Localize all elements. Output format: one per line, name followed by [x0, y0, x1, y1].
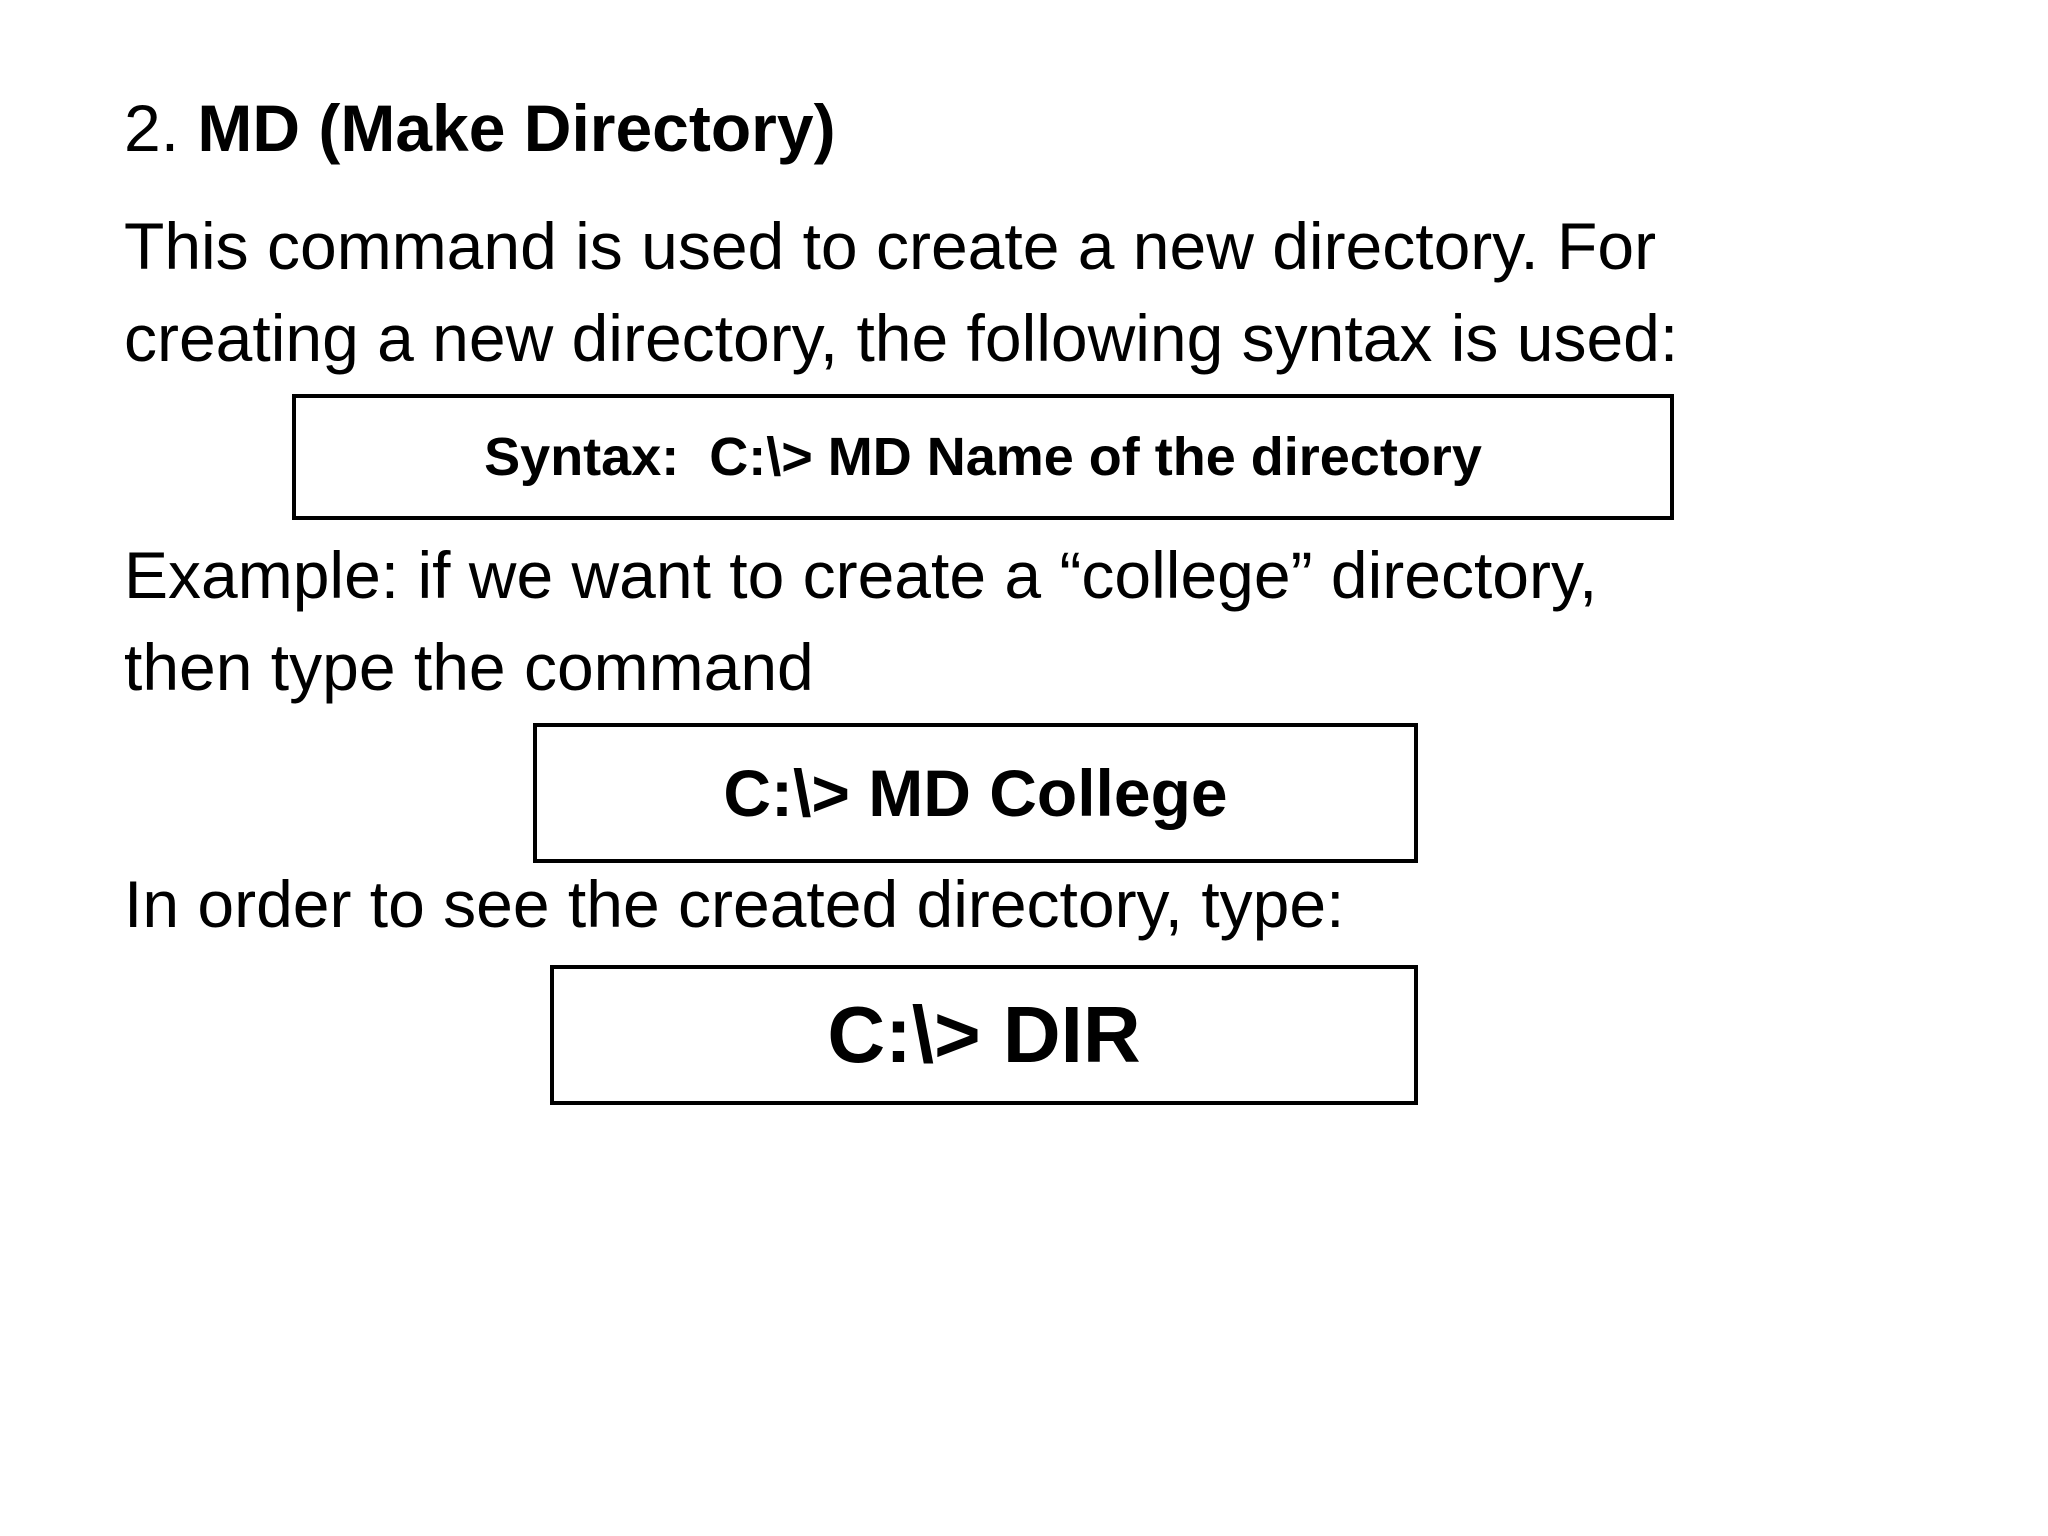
intro-text-line-2: creating a new directory, the following …	[124, 301, 1679, 375]
example-text-line-1: Example: if we want to create a “college…	[124, 538, 1598, 612]
heading-title: MD (Make Directory)	[197, 91, 836, 165]
example-text-line-2: then type the command	[124, 630, 814, 704]
md-command-box: C:\> MD College	[533, 723, 1418, 863]
intro-text-line-1: This command is used to create a new dir…	[124, 209, 1657, 283]
syntax-box: Syntax: C:\> MD Name of the directory	[292, 394, 1674, 520]
heading-number: 2.	[124, 91, 180, 165]
dir-command-box: C:\> DIR	[550, 965, 1418, 1105]
section-heading: 2. MD (Make Directory)	[124, 88, 836, 168]
see-directory-text: In order to see the created directory, t…	[124, 867, 1345, 941]
